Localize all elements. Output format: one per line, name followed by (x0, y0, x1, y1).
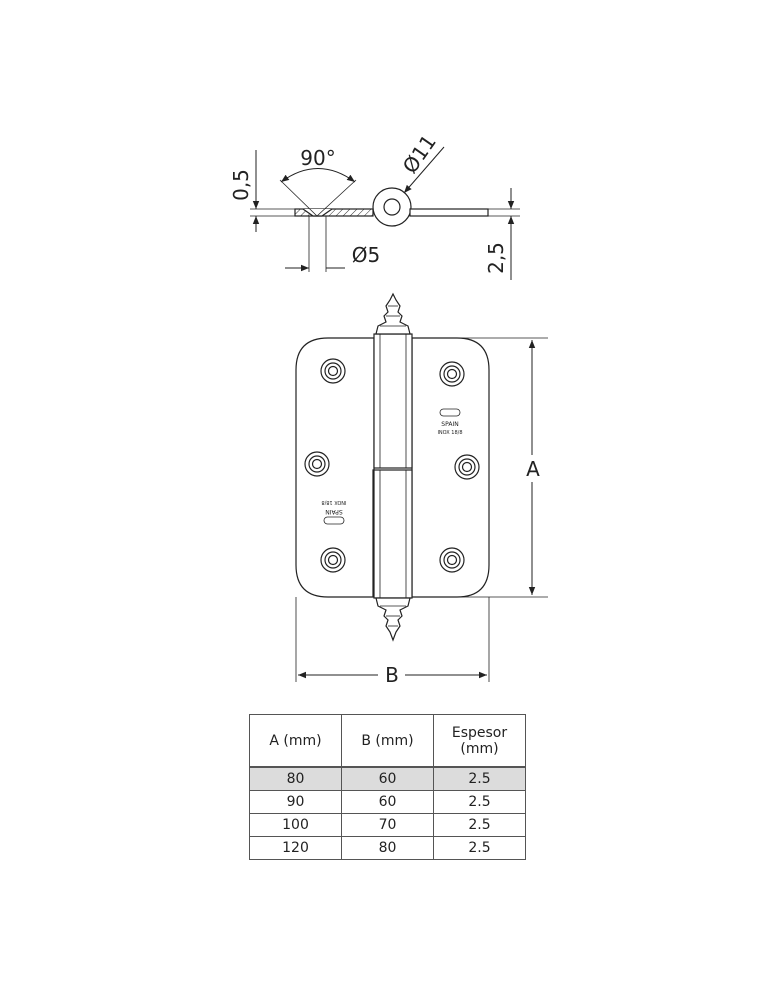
table-cell: 2.5 (433, 813, 526, 837)
screw-hole (439, 547, 465, 573)
finial-bottom (375, 597, 411, 642)
table-cell: 80 (249, 767, 342, 791)
dimensions-table: A (mm) B (mm) Espesor (mm) 80 60 2.5 90 … (249, 714, 526, 860)
left-leaf (295, 337, 375, 598)
table-cell: 2.5 (433, 767, 526, 791)
screw-hole (454, 454, 480, 480)
stamp-right-line1: SPAIN (441, 421, 458, 428)
screw-hole (304, 451, 330, 477)
knuckle-inner (383, 198, 401, 216)
table-cell: 2.5 (433, 790, 526, 814)
table-cell: 2.5 (433, 836, 526, 860)
stamp-right-line2: INOX 18/8 (437, 430, 462, 436)
stamp-logo-right (439, 408, 461, 417)
thickness-0-5-label: 0,5 (229, 169, 253, 201)
table-cell: 90 (249, 790, 342, 814)
table-cell: 100 (249, 813, 342, 837)
screw-hole (439, 361, 465, 387)
table-row: 80 60 2.5 (249, 767, 526, 791)
top-section-view (250, 146, 520, 280)
hinge-technical-drawing: 0,5 90° Ø11 Ø5 2,5 (229, 130, 548, 687)
table-row: 90 60 2.5 (249, 790, 526, 814)
table-row: 100 70 2.5 (249, 813, 526, 837)
knuckle-diameter-label: Ø11 (398, 130, 441, 178)
table-row: 120 80 2.5 (249, 836, 526, 860)
finial-top (375, 292, 411, 335)
width-b-label: B (385, 663, 399, 687)
hole-diameter-label: Ø5 (352, 243, 380, 267)
table-cell: 80 (341, 836, 434, 860)
table-cell: 120 (249, 836, 342, 860)
stamp-left-line2: INOX 18/8 (321, 499, 346, 505)
table-cell: 70 (341, 813, 434, 837)
right-leaf (411, 337, 490, 598)
left-plate-section (294, 208, 374, 217)
front-view (295, 292, 548, 682)
table-header-row: A (mm) B (mm) Espesor (mm) (249, 714, 526, 767)
angle-90-label: 90° (300, 146, 335, 170)
stamp-logo-left (323, 516, 345, 525)
height-a-label: A (526, 457, 540, 481)
screw-hole (320, 358, 346, 384)
table-cell: 60 (341, 767, 434, 791)
header-espesor: Espesor (mm) (433, 714, 526, 767)
header-b: B (mm) (341, 714, 434, 767)
table-cell: 60 (341, 790, 434, 814)
header-a: A (mm) (249, 714, 342, 767)
plate-thickness-label: 2,5 (484, 242, 508, 274)
screw-hole (320, 547, 346, 573)
right-plate-section (409, 208, 489, 217)
stamp-left-line1: SPAIN (325, 508, 342, 515)
